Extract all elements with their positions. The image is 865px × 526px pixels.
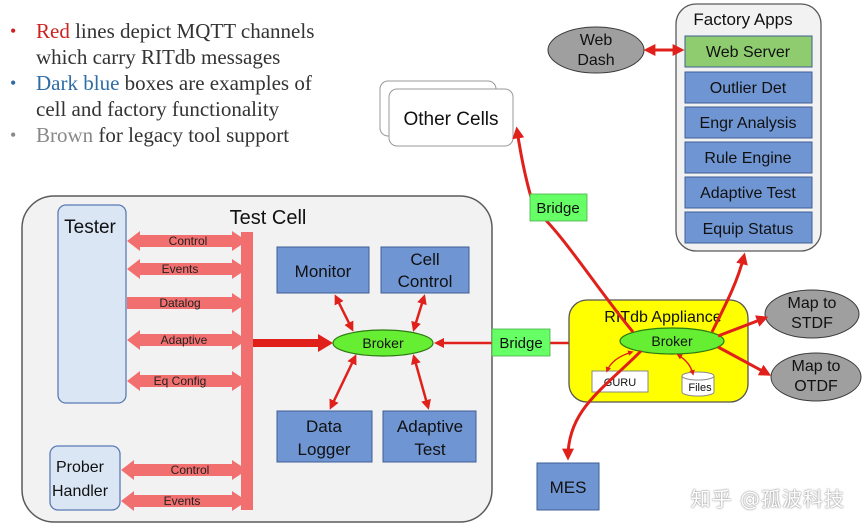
mes-label: MES — [550, 478, 587, 497]
web-dash-label-1: Web — [580, 32, 613, 49]
engr-analysis-box — [684, 106, 813, 139]
legend-item-red: • Red lines depict MQTT channels which ca… — [10, 18, 314, 70]
prober-channel-events: Events — [121, 491, 247, 511]
bus-to-broker-arrow — [253, 334, 333, 352]
legend-highlight: Brown — [36, 123, 94, 147]
test-cell-broker-label: Broker — [362, 335, 404, 351]
equip-status-box — [684, 211, 813, 244]
cell-control-label-2: Control — [398, 272, 453, 291]
adaptive-test-label-1: Adaptive — [397, 417, 463, 436]
tester-channel-datalog: Datalog — [127, 293, 247, 313]
map-otdf-node — [770, 352, 862, 402]
bullet-icon: • — [10, 125, 17, 145]
channel-label: Events — [164, 494, 201, 508]
cell-control-label-1: Cell — [410, 250, 439, 269]
outlier-det-label: Outlier Det — [710, 80, 787, 97]
other-cells-label: Other Cells — [403, 109, 498, 130]
tester-label: Tester — [64, 217, 116, 238]
appliance-broker-label: Broker — [651, 333, 693, 349]
test-cell-broker — [332, 329, 434, 357]
bridge-top-label: Bridge — [536, 200, 579, 217]
adaptive-test-box — [382, 410, 477, 463]
adaptive-test-label-2: Test — [414, 440, 445, 459]
legend-highlight: Dark blue — [36, 71, 120, 95]
watermark: 知乎 @孤波科技 — [690, 487, 845, 511]
legend: • Red lines depict MQTT channels which ca… — [10, 18, 314, 148]
tester-box — [57, 204, 127, 404]
factory-apps-title: Factory Apps — [693, 10, 792, 29]
bridge-box-top — [529, 193, 588, 222]
channel-label: Adaptive — [161, 333, 208, 347]
data-logger-label-2: Logger — [298, 440, 351, 459]
legend-text: for legacy tool support — [93, 123, 290, 147]
data-logger-label-1: Data — [306, 417, 342, 436]
map-stdf-label-2: STDF — [791, 315, 833, 332]
rule-engine-label: Rule Engine — [704, 150, 791, 167]
other-cells-box — [388, 88, 514, 147]
map-otdf-label-2: OTDF — [794, 378, 838, 395]
appliance-broker — [619, 327, 725, 355]
legend-text: boxes are examples of — [119, 71, 312, 95]
adaptive-test-app-label: Adaptive Test — [700, 185, 796, 202]
bridge-box-middle — [491, 328, 551, 357]
files-label: Files — [688, 382, 712, 394]
tester-channel-eq-config: Eq Config — [127, 371, 247, 391]
prober-handler-box — [49, 445, 121, 511]
adaptive-test-app-box — [684, 176, 813, 209]
cell-control-box — [380, 246, 470, 294]
tester-channel-events: Events — [127, 259, 247, 279]
outlier-det-box — [684, 71, 813, 104]
prober-label-1: Prober — [56, 459, 105, 476]
appliance-internal-links — [605, 350, 695, 376]
legend-item-brown: • Brown for legacy tool support — [10, 122, 314, 148]
legend-text: lines depict MQTT channels — [69, 19, 315, 43]
prober-channel-control: Control — [121, 460, 247, 480]
map-stdf-label-1: Map to — [788, 295, 837, 312]
legend-text-cont: cell and factory functionality — [36, 97, 280, 121]
test-cell-title: Test Cell — [230, 207, 307, 229]
web-server-label: Web Server — [706, 44, 791, 61]
channel-label: Eq Config — [154, 374, 207, 388]
legend-text-cont: which carry RITdb messages — [36, 45, 281, 69]
engr-analysis-label: Engr Analysis — [700, 115, 797, 132]
channel-label: Datalog — [159, 296, 200, 310]
bridge-middle-label: Bridge — [499, 335, 542, 352]
prober-label-2: Handler — [52, 483, 109, 500]
appliance-title: RITdb Appliance — [604, 309, 722, 326]
bullet-icon: • — [10, 21, 17, 41]
equip-status-label: Equip Status — [703, 221, 794, 238]
monitor-box — [276, 246, 370, 294]
bullet-icon: • — [10, 73, 17, 93]
web-server-box — [684, 35, 813, 68]
channel-label: Events — [162, 262, 199, 276]
web-dash-label-2: Dash — [577, 52, 614, 69]
map-otdf-label-1: Map to — [792, 358, 841, 375]
channel-label: Control — [169, 234, 208, 248]
legend-item-blue: • Dark blue boxes are examples of cell an… — [10, 70, 314, 122]
monitor-label: Monitor — [295, 262, 352, 281]
map-stdf-node — [764, 289, 860, 339]
legend-highlight: Red — [36, 19, 70, 43]
tester-channel-adaptive: Adaptive — [127, 330, 247, 350]
rule-engine-box — [684, 141, 813, 174]
data-logger-box — [276, 410, 373, 463]
mes-box — [536, 462, 600, 511]
channel-label: Control — [171, 463, 210, 477]
tester-channel-control: Control — [127, 231, 247, 251]
